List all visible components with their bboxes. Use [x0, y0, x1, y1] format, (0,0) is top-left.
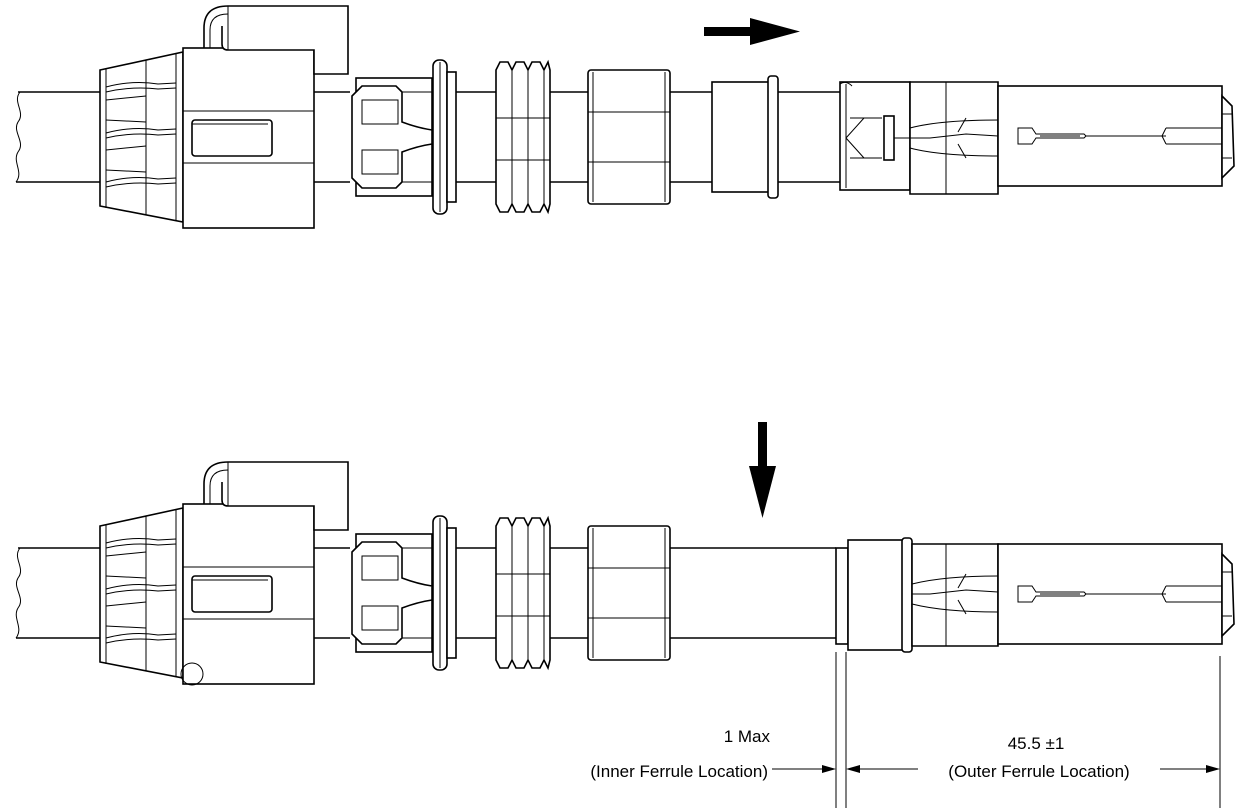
crimp-direction-arrow — [749, 422, 776, 518]
outer-dimension-value: 45.5 ±1 — [1008, 734, 1065, 753]
insertion-direction-arrow — [704, 18, 800, 45]
inner-dimension-arrowhead — [822, 765, 836, 773]
inner-dimension-value: 1 Max — [724, 727, 771, 746]
outer-dimension-arrowhead-right — [1206, 765, 1220, 773]
bottom-assembly-view — [15, 422, 1235, 686]
inner-dimension-label: (Inner Ferrule Location) — [590, 762, 768, 781]
dimension-lines — [772, 652, 1221, 808]
assembled-ferrule — [835, 537, 999, 653]
outer-dimension-label: (Outer Ferrule Location) — [948, 762, 1129, 781]
top-assembly-view — [15, 5, 1235, 229]
outer-ferrule — [839, 81, 1001, 195]
inner-ferrule — [711, 75, 779, 199]
detail-circle — [180, 662, 204, 686]
outer-dimension-arrowhead-left — [846, 765, 860, 773]
